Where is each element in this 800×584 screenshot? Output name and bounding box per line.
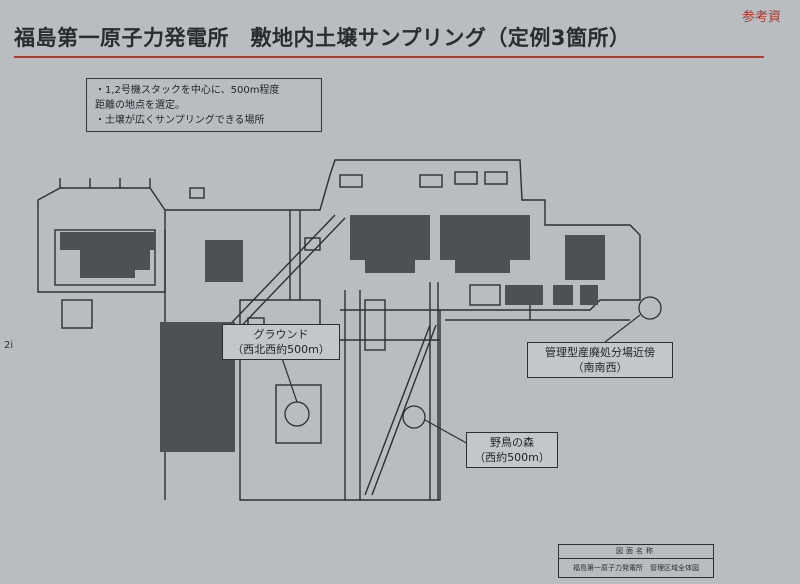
- leader-lines: [281, 314, 641, 446]
- note-line: ・1,2号機スタックを中心に、500m程度: [95, 85, 280, 96]
- building-outline: [304, 237, 321, 251]
- note-line: ・土壌が広くサンプリングできる場所: [95, 115, 265, 126]
- building-block: [60, 232, 155, 250]
- ground-direction: （西北西約500m）: [232, 343, 330, 356]
- title-underline: [14, 56, 764, 58]
- building-block: [205, 240, 243, 282]
- building-block: [350, 215, 430, 260]
- bird-forest-label: 野鳥の森 （西約500m）: [466, 432, 558, 468]
- waste-site-direction: （南南西）: [572, 361, 628, 374]
- reactor-buildings: [60, 215, 605, 452]
- ground-name: グラウンド: [253, 328, 309, 341]
- leader-line: [424, 419, 471, 446]
- sampling-point-waste-site: [638, 296, 662, 320]
- building-outline: [189, 187, 205, 199]
- bird-forest-name: 野鳥の森: [490, 436, 534, 449]
- building-block: [455, 255, 510, 273]
- title-block: 図面名称 福島第一原子力発電所 管理区域全体図: [558, 544, 714, 578]
- ground-label: グラウンド （西北西約500m）: [222, 324, 340, 360]
- building-outline: [54, 229, 156, 286]
- page-title: 福島第一原子力発電所 敷地内土壌サンプリング（定例3箇所）: [14, 26, 631, 50]
- sampling-point-bird-forest: [402, 405, 426, 429]
- margin-mark: 2i: [4, 340, 14, 351]
- building-outline: [469, 284, 501, 306]
- road: [214, 214, 336, 341]
- building-block: [440, 215, 530, 260]
- selection-note: ・1,2号機スタックを中心に、500m程度 距離の地点を選定。 ・土壌が広くサン…: [86, 78, 322, 132]
- building-outline: [61, 299, 93, 329]
- reference-stamp: 参考資: [742, 10, 782, 25]
- ground-frame: [275, 384, 322, 444]
- road: [364, 324, 431, 496]
- building-outline: [484, 171, 508, 185]
- building-block: [553, 285, 573, 305]
- site-boundary: [37, 159, 641, 501]
- note-line: 距離の地点を選定。: [95, 100, 185, 111]
- sampling-point-ground: [284, 401, 310, 427]
- waste-site-label: 管理型産廃処分場近傍 （南南西）: [527, 342, 673, 378]
- building-block: [580, 285, 598, 305]
- building-block: [565, 235, 605, 280]
- leader-line: [604, 314, 641, 343]
- site-outline-lines: [37, 159, 641, 501]
- building-outline: [339, 174, 363, 188]
- building-block: [505, 285, 543, 305]
- bird-forest-direction: （西約500m）: [474, 451, 550, 464]
- building-block: [110, 250, 150, 270]
- building-outline: [364, 299, 386, 351]
- building-outline: [454, 171, 478, 185]
- building-block: [365, 255, 415, 273]
- title-block-header: 図面名称: [559, 545, 713, 559]
- road: [371, 324, 437, 496]
- road: [227, 217, 346, 341]
- building-outline: [419, 174, 443, 188]
- waste-site-name: 管理型産廃処分場近傍: [545, 346, 655, 359]
- title-block-text: 福島第一原子力発電所 管理区域全体図: [573, 564, 699, 572]
- leader-line: [281, 357, 298, 403]
